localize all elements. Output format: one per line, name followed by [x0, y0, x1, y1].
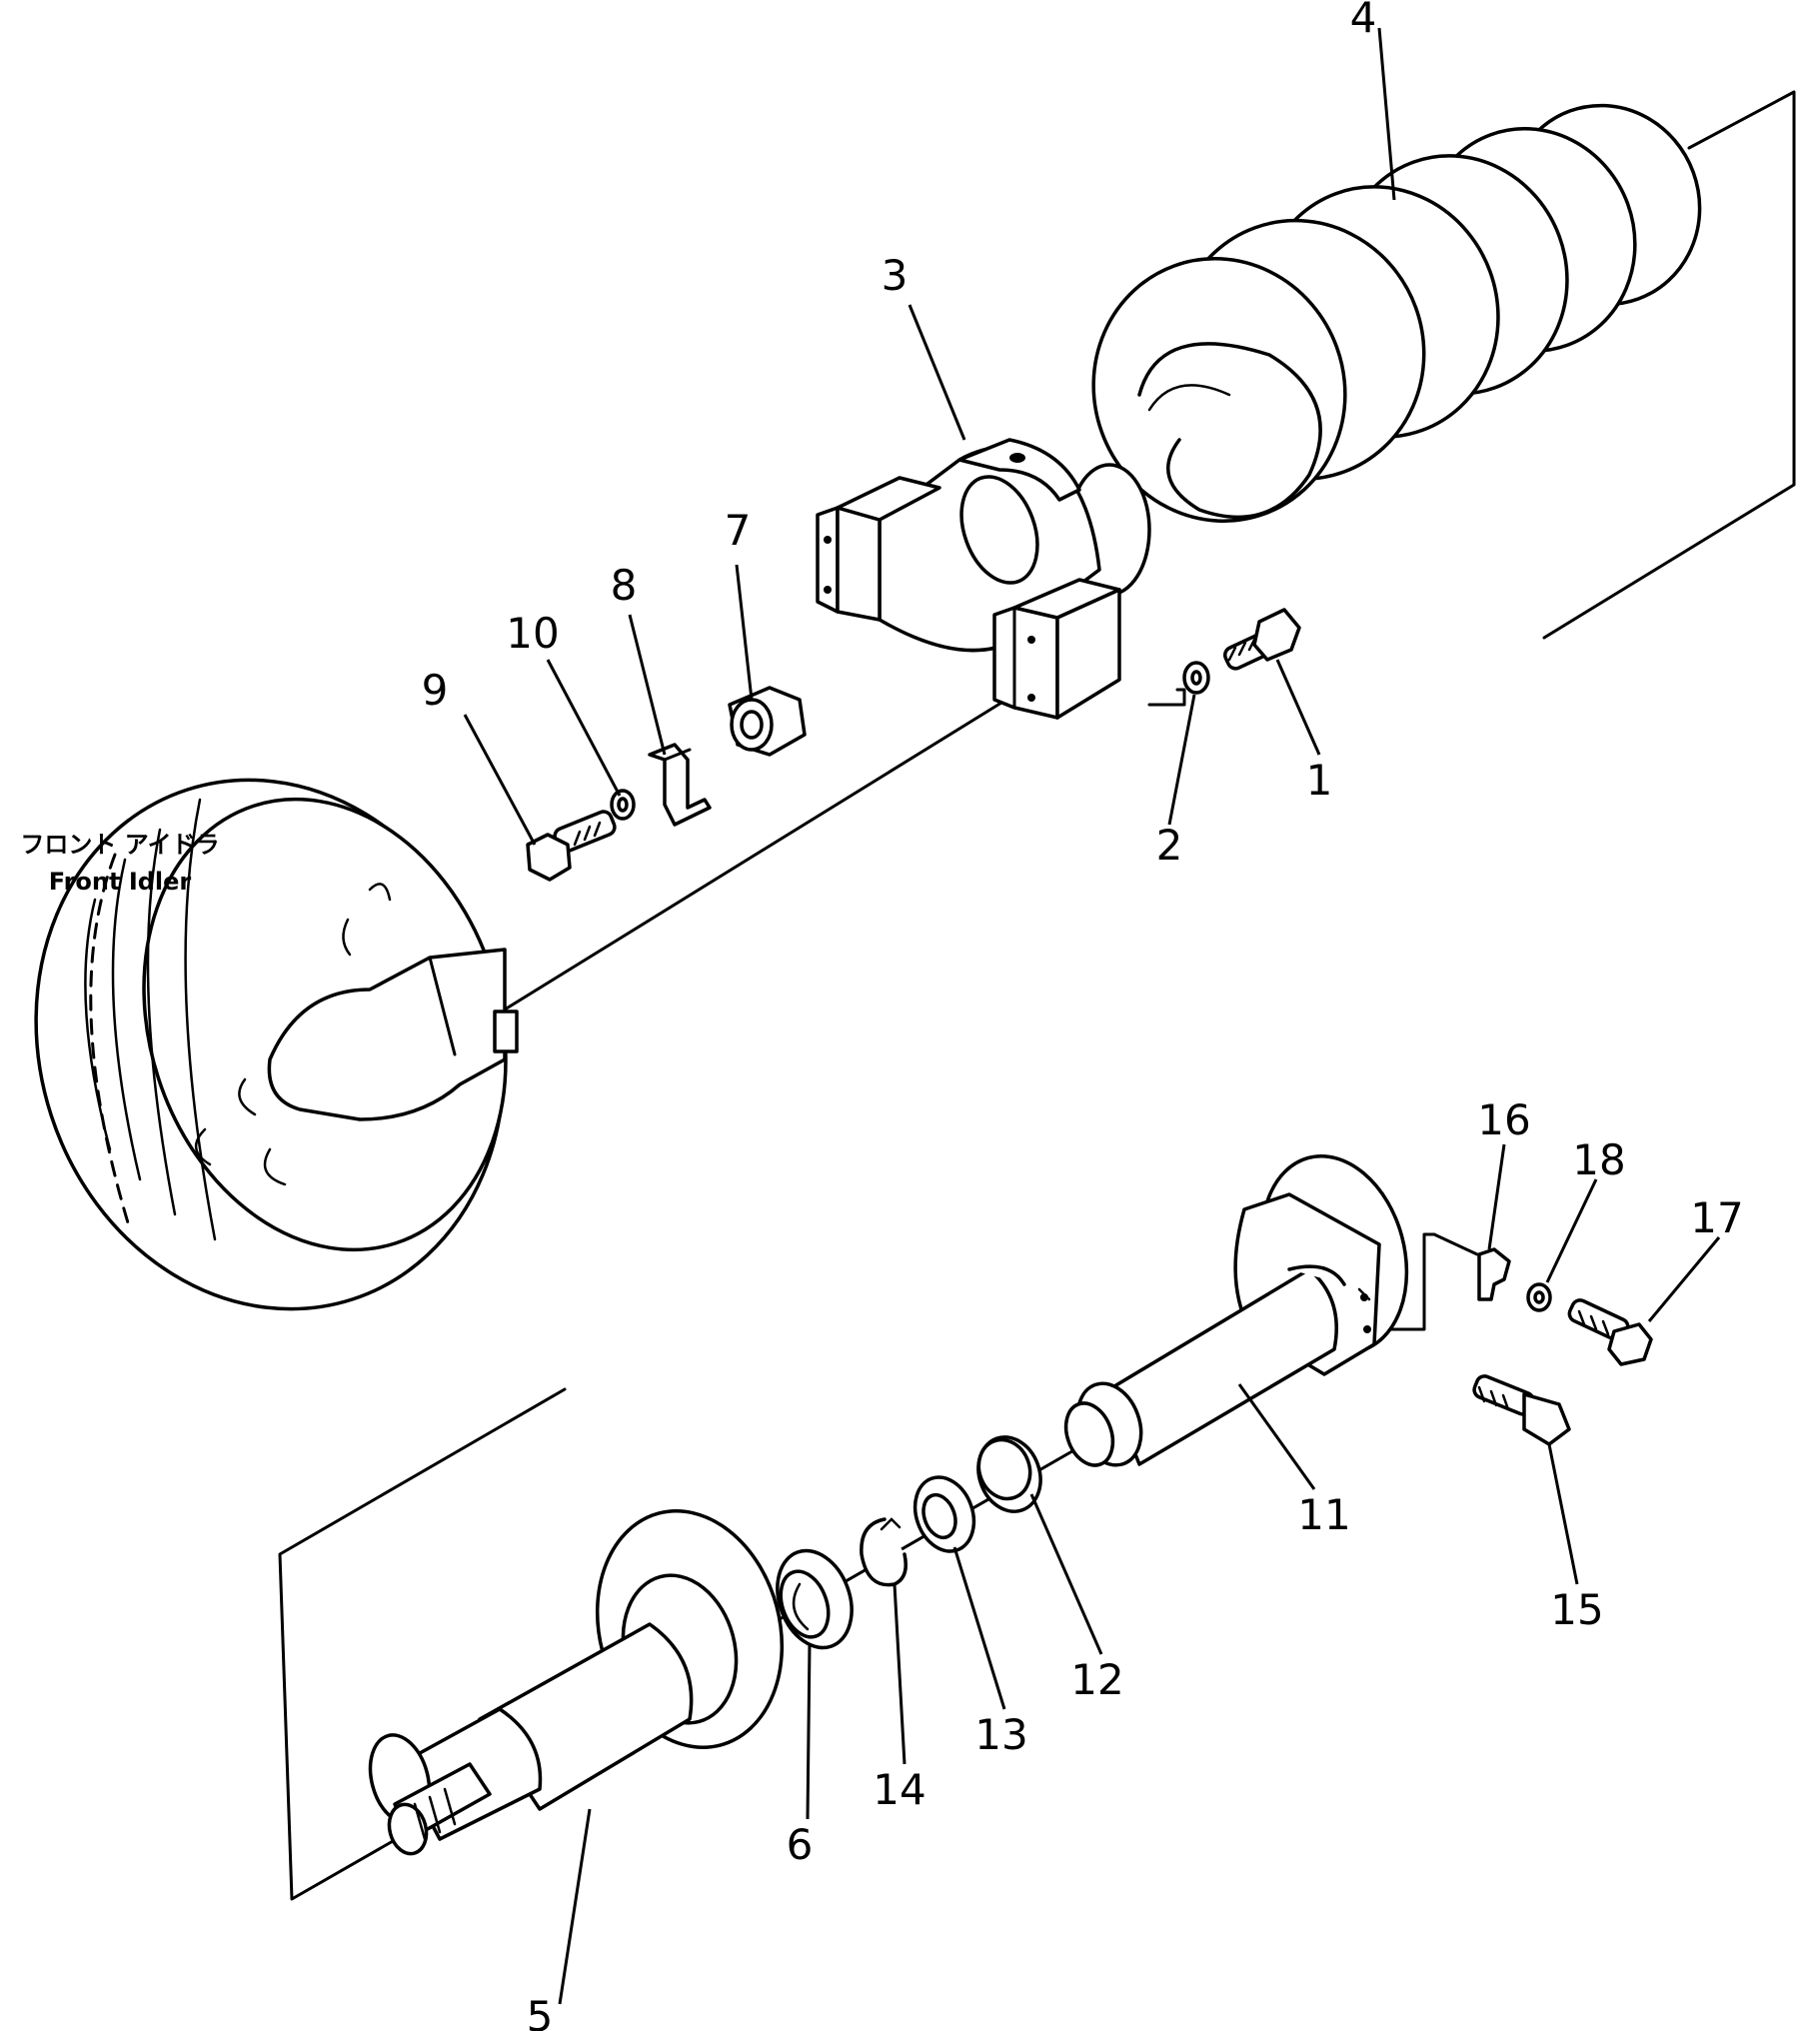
callout-11: 11: [1297, 1490, 1350, 1539]
support-part-11: [1063, 1153, 1409, 1467]
callout-10: 10: [506, 609, 559, 658]
callout-15: 15: [1550, 1585, 1603, 1634]
bolt-part-1: [1222, 608, 1301, 671]
callout-4: 4: [1350, 0, 1377, 42]
idler-shaft-part-5: [368, 1509, 785, 1856]
nut-part-7: [728, 686, 807, 757]
leader-lines: [463, 27, 1721, 2005]
callout-3: 3: [882, 251, 909, 300]
front-idler-wheel: [34, 778, 519, 1311]
callout-16: 16: [1477, 1095, 1530, 1144]
callout-18: 18: [1572, 1135, 1625, 1184]
snap-ring-part-14: [860, 1517, 908, 1587]
callout-numbers: 1 2 3 4 5 6 7 8 9 10 11 12 13 14 15 16 1…: [422, 0, 1744, 2031]
callout-17: 17: [1690, 1193, 1743, 1242]
callout-6: 6: [787, 1820, 814, 1869]
front-idler-label: フロント アイドラ Front Idler: [20, 831, 219, 896]
callout-2: 2: [1156, 821, 1183, 870]
clip-part-16: [1477, 1247, 1511, 1301]
washer-part-2: [1182, 661, 1210, 695]
grease-fitting-part-15: [1472, 1374, 1571, 1446]
callout-13: 13: [974, 1710, 1027, 1759]
oil-seal-part-13: [912, 1475, 976, 1553]
front-idler-jp-label: フロント アイドラ: [20, 831, 219, 859]
assembly-frame-upper: [503, 90, 1796, 1012]
idler-yoke: [816, 438, 1151, 720]
washer-part-18: [1526, 1282, 1552, 1312]
bushing-part-12: [976, 1435, 1042, 1513]
callout-8: 8: [611, 561, 638, 610]
callout-14: 14: [873, 1765, 925, 1814]
bolt-part-9: [526, 810, 617, 882]
recoil-spring: [1091, 103, 1702, 523]
bracket-part-8: [648, 743, 712, 827]
callout-7: 7: [725, 506, 752, 555]
bushing-part-6: [776, 1548, 854, 1650]
callout-9: 9: [422, 666, 449, 715]
front-idler-en-label: Front Idler: [49, 868, 192, 896]
washer-part-10: [610, 789, 636, 821]
callout-12: 12: [1070, 1655, 1123, 1704]
bolt-part-17: [1567, 1298, 1653, 1366]
callout-1: 1: [1306, 756, 1333, 805]
callout-5: 5: [527, 1992, 554, 2031]
